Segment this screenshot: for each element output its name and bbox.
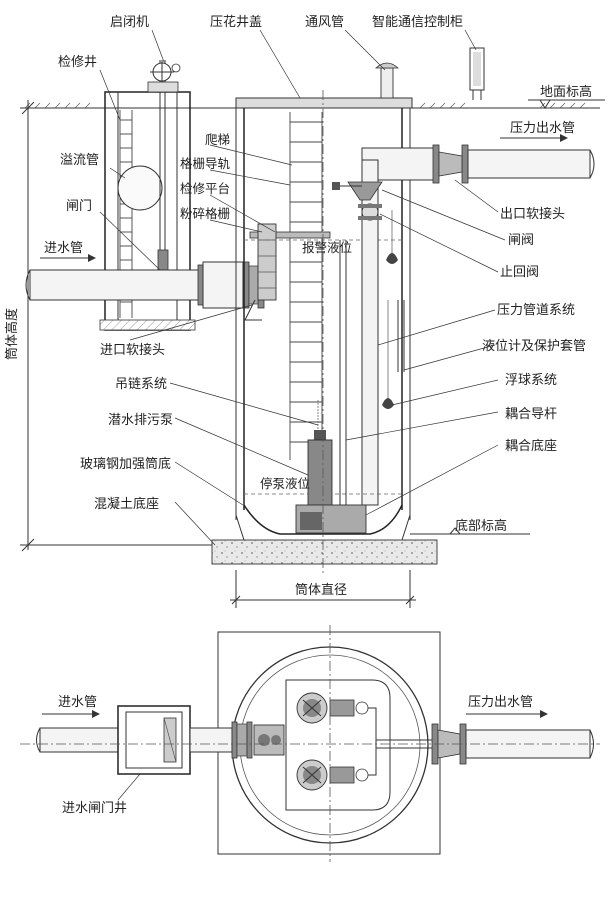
gate-valve-icon: [332, 181, 383, 201]
label-tongfengguan: 通风管: [305, 15, 344, 30]
label-plan-yalichushuiguan: 压力出水管: [468, 695, 533, 710]
elevation-view: 启闭机 压花井盖 通风管 智能通信控制柜 检修井 地面标高 压力出水管 溢流管 …: [4, 14, 605, 608]
label-qibiji: 启闭机: [110, 15, 149, 30]
label-yiliuguan: 溢流管: [60, 153, 99, 168]
label-zhihuifa: 止回阀: [500, 265, 539, 280]
label-plan-jinshuiguan: 进水管: [58, 695, 97, 710]
plan-view: 进水管 压力出水管 进水闸门井: [20, 625, 600, 862]
label-boligang: 玻璃钢加强筒底: [80, 456, 171, 472]
float-ball-icons: [382, 210, 398, 409]
diameter-dimension: [230, 570, 416, 608]
flow-arrows: [40, 134, 568, 262]
label-yaliguandaoxitong: 压力管道系统: [497, 303, 575, 318]
leader-lines: [99, 29, 506, 546]
label-ouhedizuo: 耦合底座: [505, 438, 557, 454]
label-diaolianxitong: 吊链系统: [115, 377, 167, 392]
bottom-level-marker: [410, 527, 530, 535]
label-baojingyewei: 报警液位: [302, 240, 352, 255]
check-valve-icon: [358, 203, 382, 221]
plan-grinder-icon: [253, 724, 285, 756]
label-jinshuiguan: 进水管: [44, 241, 83, 256]
label-yahuajinggai: 压花井盖: [210, 14, 262, 30]
plan-pump-icons: [296, 692, 369, 791]
ground-level-marker: [528, 99, 605, 109]
submersible-pump-icon: [295, 430, 367, 534]
label-ouhedaogan: 耦合导杆: [505, 407, 557, 422]
label-dimianbiaogao: 地面标高: [540, 84, 592, 100]
main-tank: [211, 62, 595, 565]
label-tongtigaodu: 筒体高度: [4, 308, 20, 360]
grinder-grate-icon: [244, 223, 277, 321]
overflow-pipe-circle: [117, 165, 163, 211]
label-jinshuizhamenjing: 进水闸门井: [62, 801, 127, 816]
label-pati: 爬梯: [205, 132, 230, 147]
label-zhafa: 闸阀: [508, 233, 534, 248]
inlet-pipe: [25, 261, 265, 309]
label-chukouruanjietou: 出口软接头: [500, 206, 565, 222]
hoist-icon: [147, 60, 181, 93]
control-cabinet-icon: [469, 47, 485, 100]
label-dibubiaogao: 底部标高: [455, 518, 507, 534]
label-kongzhigui: 智能通信控制柜: [372, 15, 463, 30]
label-jianxiupingtai: 检修平台: [180, 181, 230, 196]
label-fensuigeshan: 粉碎格栅: [180, 206, 230, 221]
label-qianshuibengpai: 潜水排污泵: [108, 413, 173, 428]
label-tongtizhijing: 筒体直径: [295, 582, 347, 598]
label-yali-chushuiguan: 压力出水管: [510, 121, 575, 136]
label-jianxiujing: 检修井: [58, 55, 97, 70]
label-fuqiuxitong: 浮球系统: [505, 373, 557, 388]
height-dimension: [20, 100, 245, 552]
label-tingbengyewei: 停泵液位: [260, 476, 310, 491]
label-jinkouruanjietou: 进口软接头: [100, 342, 165, 358]
label-yeweiji: 液位计及保护套管: [482, 338, 586, 354]
label-zhamen: 闸门: [66, 199, 92, 214]
label-hunningtu: 混凝土底座: [94, 496, 159, 512]
label-geshandaogui: 格栅导轨: [180, 156, 231, 171]
